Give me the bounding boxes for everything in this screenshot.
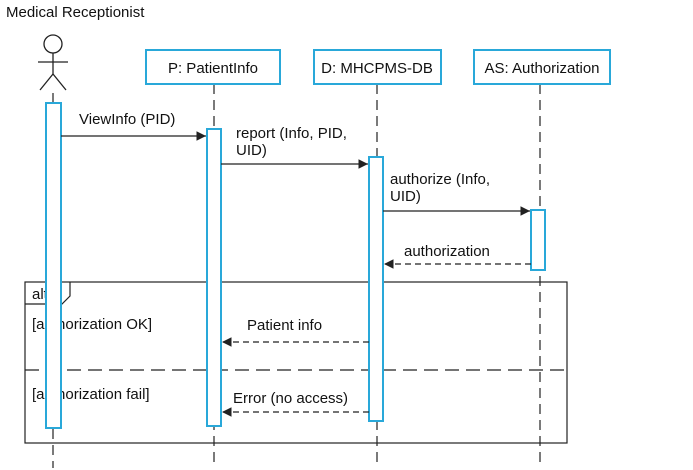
guard-ok: [authorization OK] [32,316,152,333]
message-viewinfo-label: ViewInfo (PID) [79,111,175,128]
participant-box-mhcpms-db [313,49,442,85]
alt-frame-tab [25,282,71,305]
participant-mhcpms-db-label: D: MHCPMS-DB [321,60,433,77]
message-authorize-label-line1: authorize (Info, [390,171,490,188]
participant-box-authorization [473,49,611,85]
activation-mhcpms-db [368,156,384,422]
alt-label: alt [32,286,49,303]
activation-patientinfo [206,128,222,427]
message-report-label-line1: report (Info, PID, [236,125,347,142]
message-authorization-return-label: authorization [404,243,490,260]
message-authorize-label-line2: UID) [390,188,421,205]
alt-frame [24,281,568,444]
message-patient-info-label: Patient info [247,317,322,334]
actor-label: Medical Receptionist [6,4,145,21]
message-report-label-line2: UID) [236,142,267,159]
actor-stick-figure-icon [38,34,68,91]
participant-patientinfo-label: P: PatientInfo [168,60,258,77]
activation-authorization [530,209,546,271]
activation-receptionist [45,102,62,429]
participant-authorization-label: AS: Authorization [484,60,599,77]
participant-box-patientinfo [145,49,281,85]
message-error-label: Error (no access) [233,390,348,407]
